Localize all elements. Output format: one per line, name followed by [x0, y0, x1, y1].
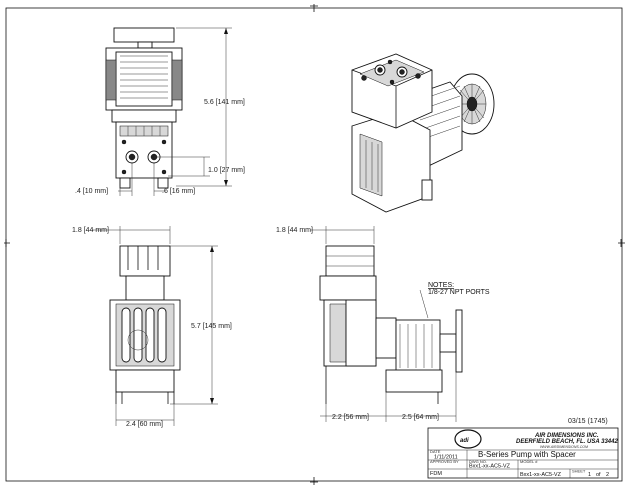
front-view [109, 245, 181, 404]
side-view-dimensions [310, 226, 457, 422]
notes-line1: 1/8-27 NPT PORTS [428, 289, 490, 296]
dim-depth-b: 2.5 [64 mm] [402, 414, 439, 421]
company-logo: adi [454, 429, 482, 449]
dim-left-offset: .4 [10 mm] [75, 188, 108, 195]
company-address: DEERFIELD BEACH, FL. USA 33442 [516, 439, 618, 445]
sheet-total: 2 [606, 472, 609, 478]
drawing-border [5, 7, 623, 482]
approved-value: FDM [430, 471, 442, 477]
top-view-dimensions [118, 27, 232, 196]
sheet-of: of [596, 472, 601, 478]
date-value: 1/11/2011 [434, 455, 458, 461]
approved-label: APPROVED BY [430, 459, 459, 464]
dim-top-height: 5.6 [141 mm] [204, 99, 245, 106]
front-view-dimensions [92, 226, 218, 426]
dim-depth-a: 2.2 [56 mm] [332, 414, 369, 421]
date-label: DATE [430, 449, 441, 454]
dim-width-right: 1.8 [44 mm] [276, 227, 313, 234]
revision-code: 03/15 (1745) [568, 418, 608, 425]
dim-base-width: 2.4 [60 mm] [126, 421, 163, 428]
top-view [105, 27, 183, 189]
logo-text: adi [460, 438, 469, 444]
notes-heading: NOTES: [428, 282, 454, 289]
model-value: Bxx1-xx-AC5-VZ [520, 472, 562, 478]
center-marks [4, 4, 625, 485]
sheet-number: 1 [588, 472, 591, 478]
title-block [427, 427, 619, 479]
dim-right-offset: .6 [16 mm] [162, 188, 195, 195]
dim-side-height: 5.7 [145 mm] [191, 323, 232, 330]
dwg-label: DWG NO. [469, 459, 487, 464]
dwg-value: Bxx1-xx-AC5-VZ [469, 464, 511, 470]
company-name: AIR DIMENSIONS INC. [534, 433, 599, 439]
model-label: MODEL # [520, 459, 538, 464]
dim-width-left: 1.8 [44 mm] [72, 227, 109, 234]
drawing-title: B-Series Pump with Spacer [478, 450, 576, 459]
sheet-label: SHEET [572, 469, 586, 474]
isometric-view [351, 53, 495, 213]
side-view [319, 245, 463, 404]
company-website: WWW.AIRDIMENSIONS.COM [540, 445, 588, 449]
dim-port-spacing: 1.0 [27 mm] [208, 167, 245, 174]
